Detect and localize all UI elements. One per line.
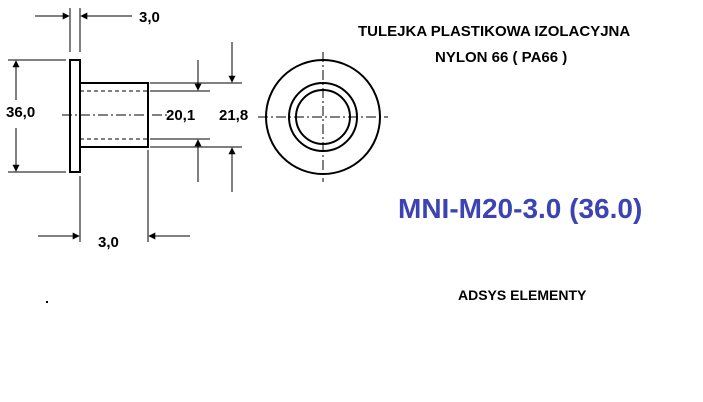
dim-body-length xyxy=(38,150,190,242)
dim-flange-thickness xyxy=(35,8,132,52)
title-line-1: TULEJKA PLASTIKOWA IZOLACYJNA xyxy=(358,23,631,40)
side-view xyxy=(62,59,170,173)
title-line-2: NYLON 66 ( PA66 ) xyxy=(435,49,568,66)
flange-outline xyxy=(69,59,81,173)
dim-label-flange-thickness: 3,0 xyxy=(139,9,160,26)
dim-label-body-length: 3,0 xyxy=(98,234,119,251)
front-bore-circle xyxy=(295,89,351,145)
dim-label-inner-diameter: 20,1 xyxy=(166,107,196,124)
manufacturer-name: ADSYS ELEMENTY xyxy=(458,287,587,303)
dim-flange-diameter xyxy=(8,59,66,173)
product-code: MNI-M20-3.0 (36.0) xyxy=(398,193,643,224)
dim-label-outer-diameter: 21,8 xyxy=(219,107,249,124)
front-view xyxy=(258,52,388,182)
dim-label-flange-diameter: 36,0 xyxy=(6,104,36,121)
stray-dot xyxy=(46,301,48,303)
dim-body-diameters xyxy=(150,42,242,192)
